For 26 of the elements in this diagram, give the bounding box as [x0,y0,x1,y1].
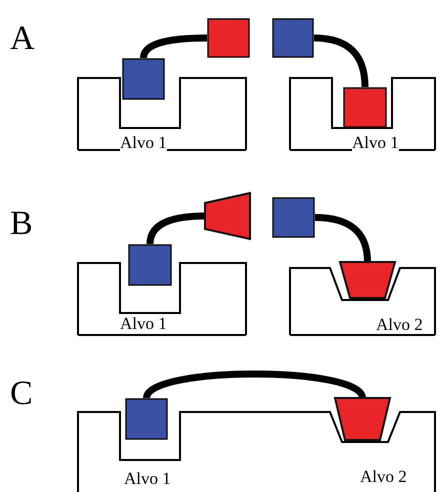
ligand-square [122,58,165,100]
ligand-trapezoid [340,262,395,298]
ligand-trapezoid [335,398,390,440]
linker-line [143,370,366,400]
panel-letter: A [10,22,35,56]
ligand-square [125,398,168,440]
receptor-outline [78,263,246,335]
receptor-outline [290,78,435,150]
ligand-square [272,18,314,58]
target-label: Alvo 1 [120,315,167,332]
ligand-square [128,244,172,286]
receptor-outline [290,268,435,335]
linker-line [314,214,371,262]
target-label: Alvo 1 [124,470,171,487]
ligand-square [272,197,315,238]
panel-letter: B [10,207,33,241]
target-label: Alvo 1 [352,134,399,151]
target-label: Alvo 2 [360,468,407,485]
ligand-trapezoid [205,193,250,239]
ligand-square [343,87,387,128]
target-label: Alvo 1 [120,134,167,151]
ligand-square [207,18,250,58]
linker-line [314,34,368,88]
target-label: Alvo 2 [376,316,423,333]
panel-letter: C [10,377,33,411]
linker-line [146,212,206,244]
